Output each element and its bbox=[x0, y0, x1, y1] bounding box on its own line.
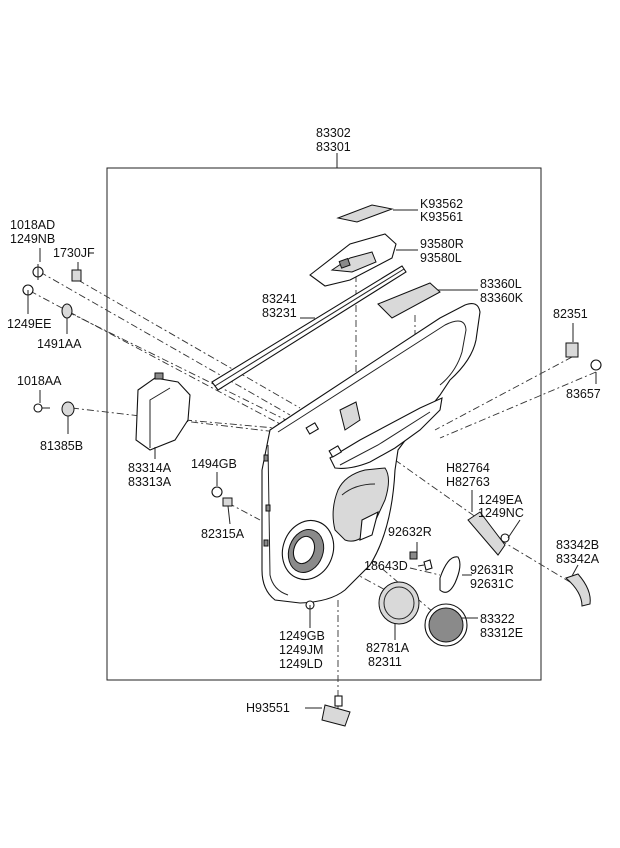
nut-1730JF bbox=[71, 269, 82, 282]
screw-1018AD bbox=[32, 264, 44, 280]
label-83231: 83231 bbox=[262, 306, 297, 320]
speaker-grille bbox=[378, 581, 420, 625]
label-1494GB: 1494GB bbox=[191, 457, 237, 471]
label-83360L: 83360L bbox=[480, 277, 522, 291]
label-83302: 83302 bbox=[316, 126, 351, 140]
label-1018AD: 1018AD bbox=[10, 218, 55, 232]
screw-1018AA bbox=[33, 403, 50, 413]
label-92631R: 92631R bbox=[470, 563, 514, 577]
armrest-trim-cap bbox=[377, 282, 441, 319]
label-1249LD: 1249LD bbox=[279, 657, 323, 671]
label-1018AA: 1018AA bbox=[17, 374, 62, 388]
label-83312E: 83312E bbox=[480, 626, 523, 640]
label-82781A: 82781A bbox=[366, 641, 410, 655]
label-1249JM: 1249JM bbox=[279, 643, 323, 657]
label-93580R: 93580R bbox=[420, 237, 464, 251]
part-number-labels: 83302 83301 K93562 K93561 93580R 93580L … bbox=[7, 126, 601, 715]
label-H93551: H93551 bbox=[246, 701, 290, 715]
label-K93562: K93562 bbox=[420, 197, 463, 211]
weatherstrip bbox=[211, 265, 407, 391]
label-1730JF: 1730JF bbox=[53, 246, 95, 260]
screw-1249EE bbox=[22, 284, 34, 306]
label-81385B: 81385B bbox=[40, 439, 83, 453]
door-trim-panel bbox=[261, 303, 481, 604]
label-1249GB: 1249GB bbox=[279, 629, 325, 643]
label-83322: 83322 bbox=[480, 612, 515, 626]
label-82315A: 82315A bbox=[201, 527, 245, 541]
label-18643D: 18643D bbox=[364, 559, 408, 573]
mounting-pad bbox=[336, 204, 394, 223]
label-82311: 82311 bbox=[368, 655, 402, 669]
label-83342B: 83342B bbox=[556, 538, 599, 552]
bottom-bracket bbox=[321, 695, 351, 727]
assembly-frame bbox=[106, 167, 542, 681]
label-83657: 83657 bbox=[566, 387, 601, 401]
label-1249NC: 1249NC bbox=[478, 506, 524, 520]
clip-18643D bbox=[423, 559, 433, 571]
grommet-81385B bbox=[61, 401, 75, 417]
nut-92632R bbox=[409, 551, 418, 560]
label-H82763: H82763 bbox=[446, 475, 490, 489]
label-83342A: 83342A bbox=[556, 552, 600, 566]
label-92632R: 92632R bbox=[388, 525, 432, 539]
label-82351: 82351 bbox=[553, 307, 588, 321]
speaker-cover bbox=[424, 603, 468, 647]
trim-bracket bbox=[135, 372, 191, 451]
label-92631C: 92631C bbox=[470, 577, 514, 591]
pull-handle-bracket bbox=[467, 511, 510, 556]
label-83313A: 83313A bbox=[128, 475, 172, 489]
power-window-switch-bezel bbox=[309, 233, 397, 287]
trim-strip bbox=[565, 573, 591, 607]
clip-82351 bbox=[565, 342, 579, 358]
courtesy-lamp-lens bbox=[439, 556, 461, 593]
label-1491AA: 1491AA bbox=[37, 337, 82, 351]
label-83301: 83301 bbox=[316, 140, 351, 154]
screw-1249GB bbox=[305, 600, 315, 616]
label-83314A: 83314A bbox=[128, 461, 172, 475]
clip-1494GB bbox=[211, 486, 223, 498]
label-1249NB: 1249NB bbox=[10, 232, 55, 246]
label-1249EA: 1249EA bbox=[478, 493, 523, 507]
clip-82315A bbox=[222, 497, 233, 507]
grommet-83657 bbox=[590, 359, 602, 371]
label-H82764: H82764 bbox=[446, 461, 490, 475]
label-83360K: 83360K bbox=[480, 291, 524, 305]
fastener-1491AA bbox=[61, 303, 73, 319]
label-93580L: 93580L bbox=[420, 251, 462, 265]
leader-lines bbox=[27, 209, 597, 709]
label-1249EE: 1249EE bbox=[7, 317, 51, 331]
label-K93561: K93561 bbox=[420, 210, 463, 224]
label-83241: 83241 bbox=[262, 292, 297, 306]
